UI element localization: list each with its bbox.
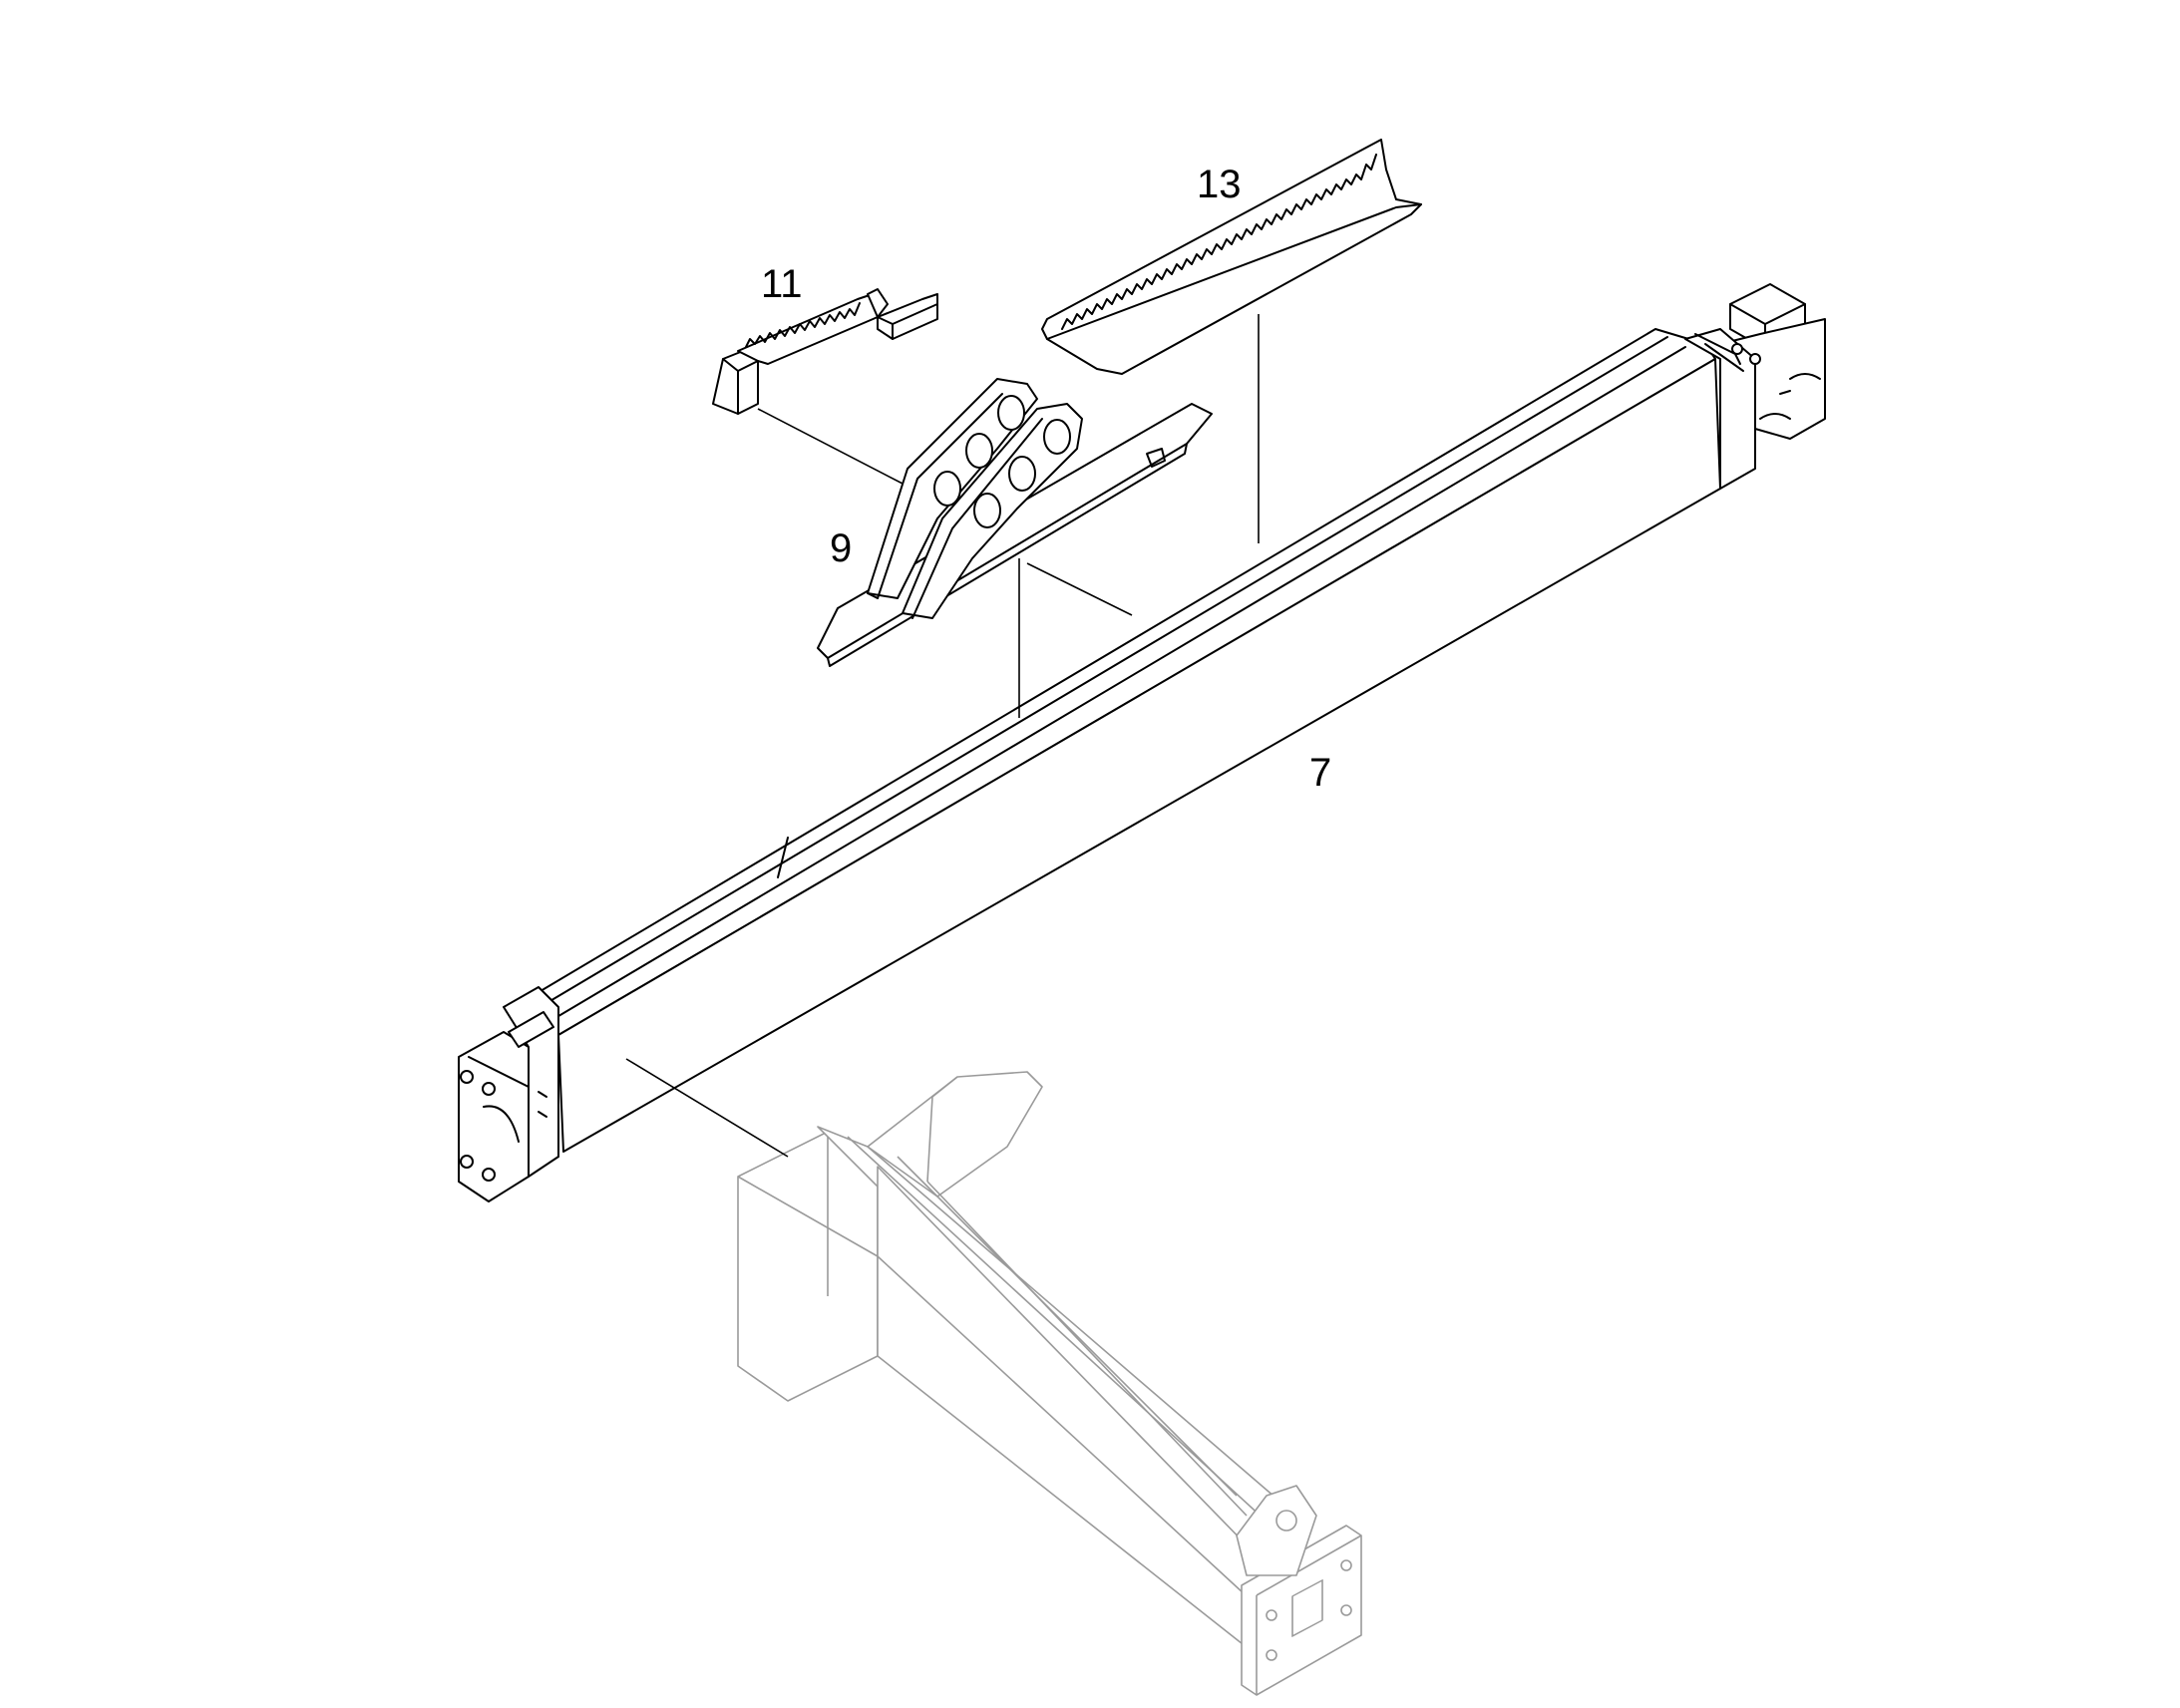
leader-9-to-7-diagonal (1026, 562, 1133, 616)
leader-11-to-9 (757, 408, 904, 485)
callouts: 7 9 11 13 (761, 163, 1331, 795)
callout-9: 9 (830, 526, 852, 570)
part-11-toothed-clip (712, 288, 938, 415)
callout-11: 11 (761, 262, 803, 306)
ghosted-boom-assembly (737, 1071, 1362, 1696)
callout-7: 7 (1309, 751, 1331, 795)
part-13-rack-plate (1041, 139, 1422, 375)
callout-13: 13 (1197, 163, 1242, 206)
part-9-bracket (817, 378, 1213, 667)
leader-7-to-assembly (625, 1058, 789, 1158)
leader-lines (625, 314, 1260, 1158)
part-7-beam (458, 283, 1826, 1202)
